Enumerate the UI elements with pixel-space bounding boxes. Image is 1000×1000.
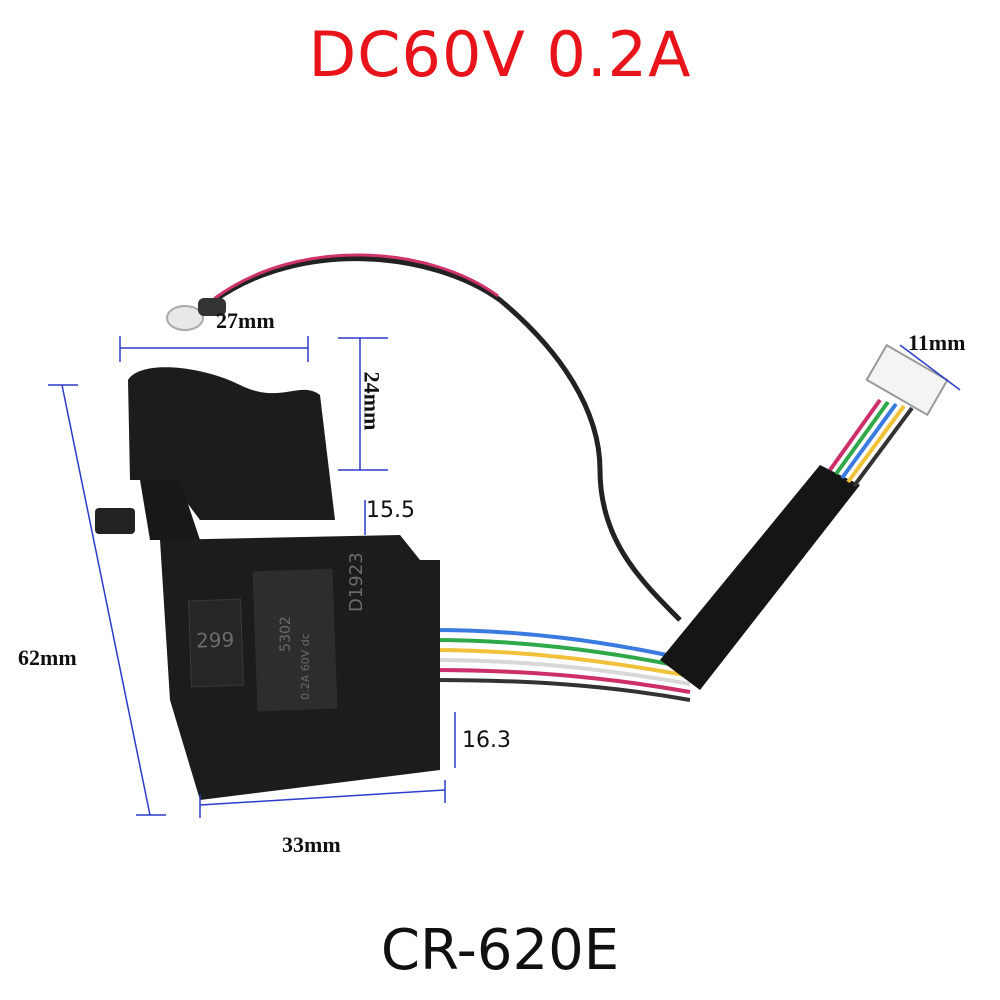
ribbon-wires	[429, 628, 691, 702]
connector-plug	[865, 343, 949, 417]
part-number-label: 5302	[277, 616, 294, 652]
led-sleeve	[198, 298, 226, 316]
shrink-tube	[660, 465, 860, 690]
step-a-label: 15.5	[366, 498, 415, 523]
step-b-label: 16.3	[462, 728, 511, 753]
trigger-height-label: 24mm	[359, 371, 385, 431]
trigger-pin	[95, 508, 135, 534]
code-box	[187, 598, 245, 688]
rating-label: 0.2A 60V dc	[298, 633, 312, 700]
led-wire	[213, 256, 682, 622]
dimension-lines	[48, 336, 961, 818]
connector-wires	[828, 398, 914, 488]
led-wire-red	[214, 253, 499, 300]
model-number: CR-620E	[380, 918, 620, 983]
body-width-label: 33mm	[282, 832, 341, 857]
code-box-label: 299	[195, 627, 235, 653]
led-bulb	[166, 305, 204, 331]
title-voltage-rating: DC60V 0.2A	[308, 18, 692, 91]
date-code-label: D1923	[346, 552, 367, 612]
trigger-stem	[140, 480, 200, 540]
label-panel	[252, 568, 338, 712]
total-height-label: 62mm	[18, 645, 77, 670]
connector-width-label: 11mm	[908, 330, 966, 355]
trigger-width-label: 27mm	[216, 308, 275, 333]
